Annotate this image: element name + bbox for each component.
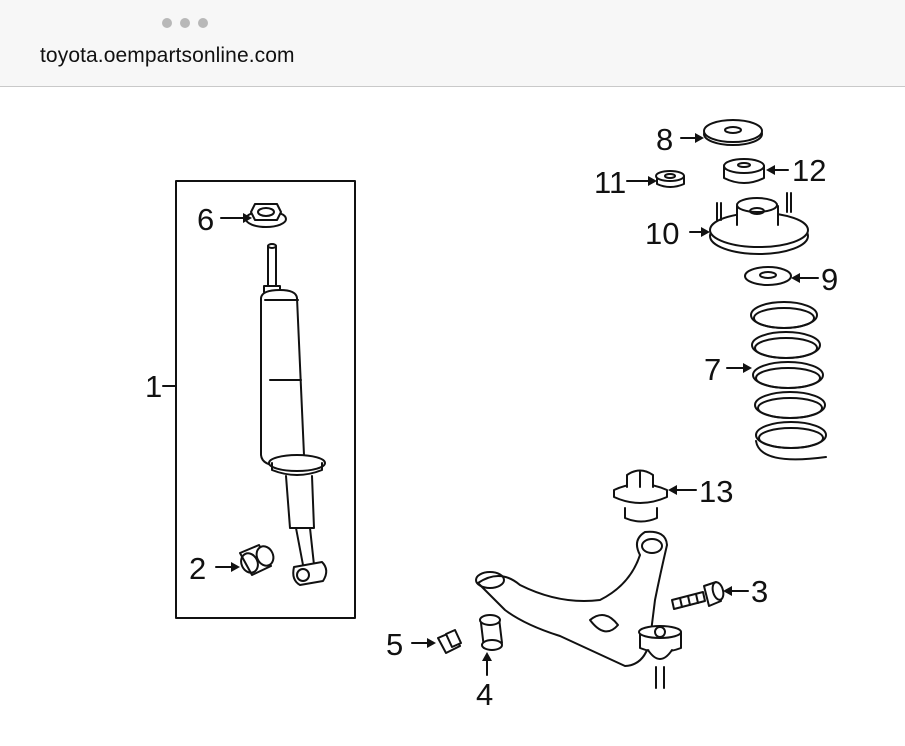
callout-10: 10 — [645, 216, 679, 251]
part-6-nut[interactable] — [245, 203, 287, 228]
arrow-13 — [668, 485, 677, 495]
arrow-7 — [743, 363, 752, 373]
callout-13: 13 — [699, 474, 733, 509]
callout-6: 6 — [197, 202, 214, 237]
part-11-bushing[interactable] — [655, 170, 685, 188]
callout-12: 12 — [792, 153, 826, 188]
part-10-upper-support[interactable] — [709, 192, 809, 255]
part-1-shock-absorber[interactable] — [260, 243, 328, 586]
arrow-12 — [766, 165, 775, 175]
callout-arrows — [215, 133, 819, 676]
callout-1: 1 — [145, 369, 162, 404]
part-13-bump-stopper[interactable] — [613, 469, 668, 523]
arrow-4 — [482, 652, 492, 661]
lower-control-arm[interactable] — [475, 530, 682, 689]
callout-4: 4 — [476, 677, 493, 712]
callout-5: 5 — [386, 627, 403, 662]
parts-diagram: 1 2 3 4 5 6 7 8 9 10 11 12 13 — [145, 119, 838, 712]
arrow-9 — [791, 273, 800, 283]
arrow-8 — [695, 133, 704, 143]
more-dots-icon[interactable] — [162, 18, 208, 30]
callout-3: 3 — [751, 574, 768, 609]
arrow-6 — [243, 213, 252, 223]
browser-address-bar: toyota.oempartsonline.com — [0, 0, 905, 87]
arrow-11 — [648, 176, 657, 186]
callout-labels: 1 2 3 4 5 6 7 8 9 10 11 12 13 — [145, 122, 838, 712]
part-7-coil-spring[interactable] — [750, 301, 827, 461]
callout-2: 2 — [189, 551, 206, 586]
url-text[interactable]: toyota.oempartsonline.com — [40, 44, 295, 67]
arrow-2 — [231, 562, 240, 572]
arrow-10 — [701, 227, 710, 237]
part-9-insulator[interactable] — [744, 266, 792, 286]
callout-7: 7 — [704, 352, 721, 387]
dot-2 — [180, 18, 190, 28]
dot-1 — [162, 18, 172, 28]
part-3-bolt[interactable] — [671, 581, 725, 610]
arrow-5 — [427, 638, 436, 648]
callout-8: 8 — [656, 122, 673, 157]
part-4-bushing[interactable] — [479, 614, 503, 651]
part-12-bushing[interactable] — [723, 158, 765, 184]
dot-3 — [198, 18, 208, 28]
callout-11: 11 — [594, 165, 626, 200]
part-2-bushing[interactable] — [238, 544, 276, 576]
shock-assembly-box — [175, 180, 356, 619]
arrow-3 — [723, 586, 732, 596]
part-5-nut[interactable] — [437, 629, 462, 654]
part-8-upper-mount-cap[interactable] — [703, 119, 763, 146]
callout-9: 9 — [821, 262, 838, 297]
